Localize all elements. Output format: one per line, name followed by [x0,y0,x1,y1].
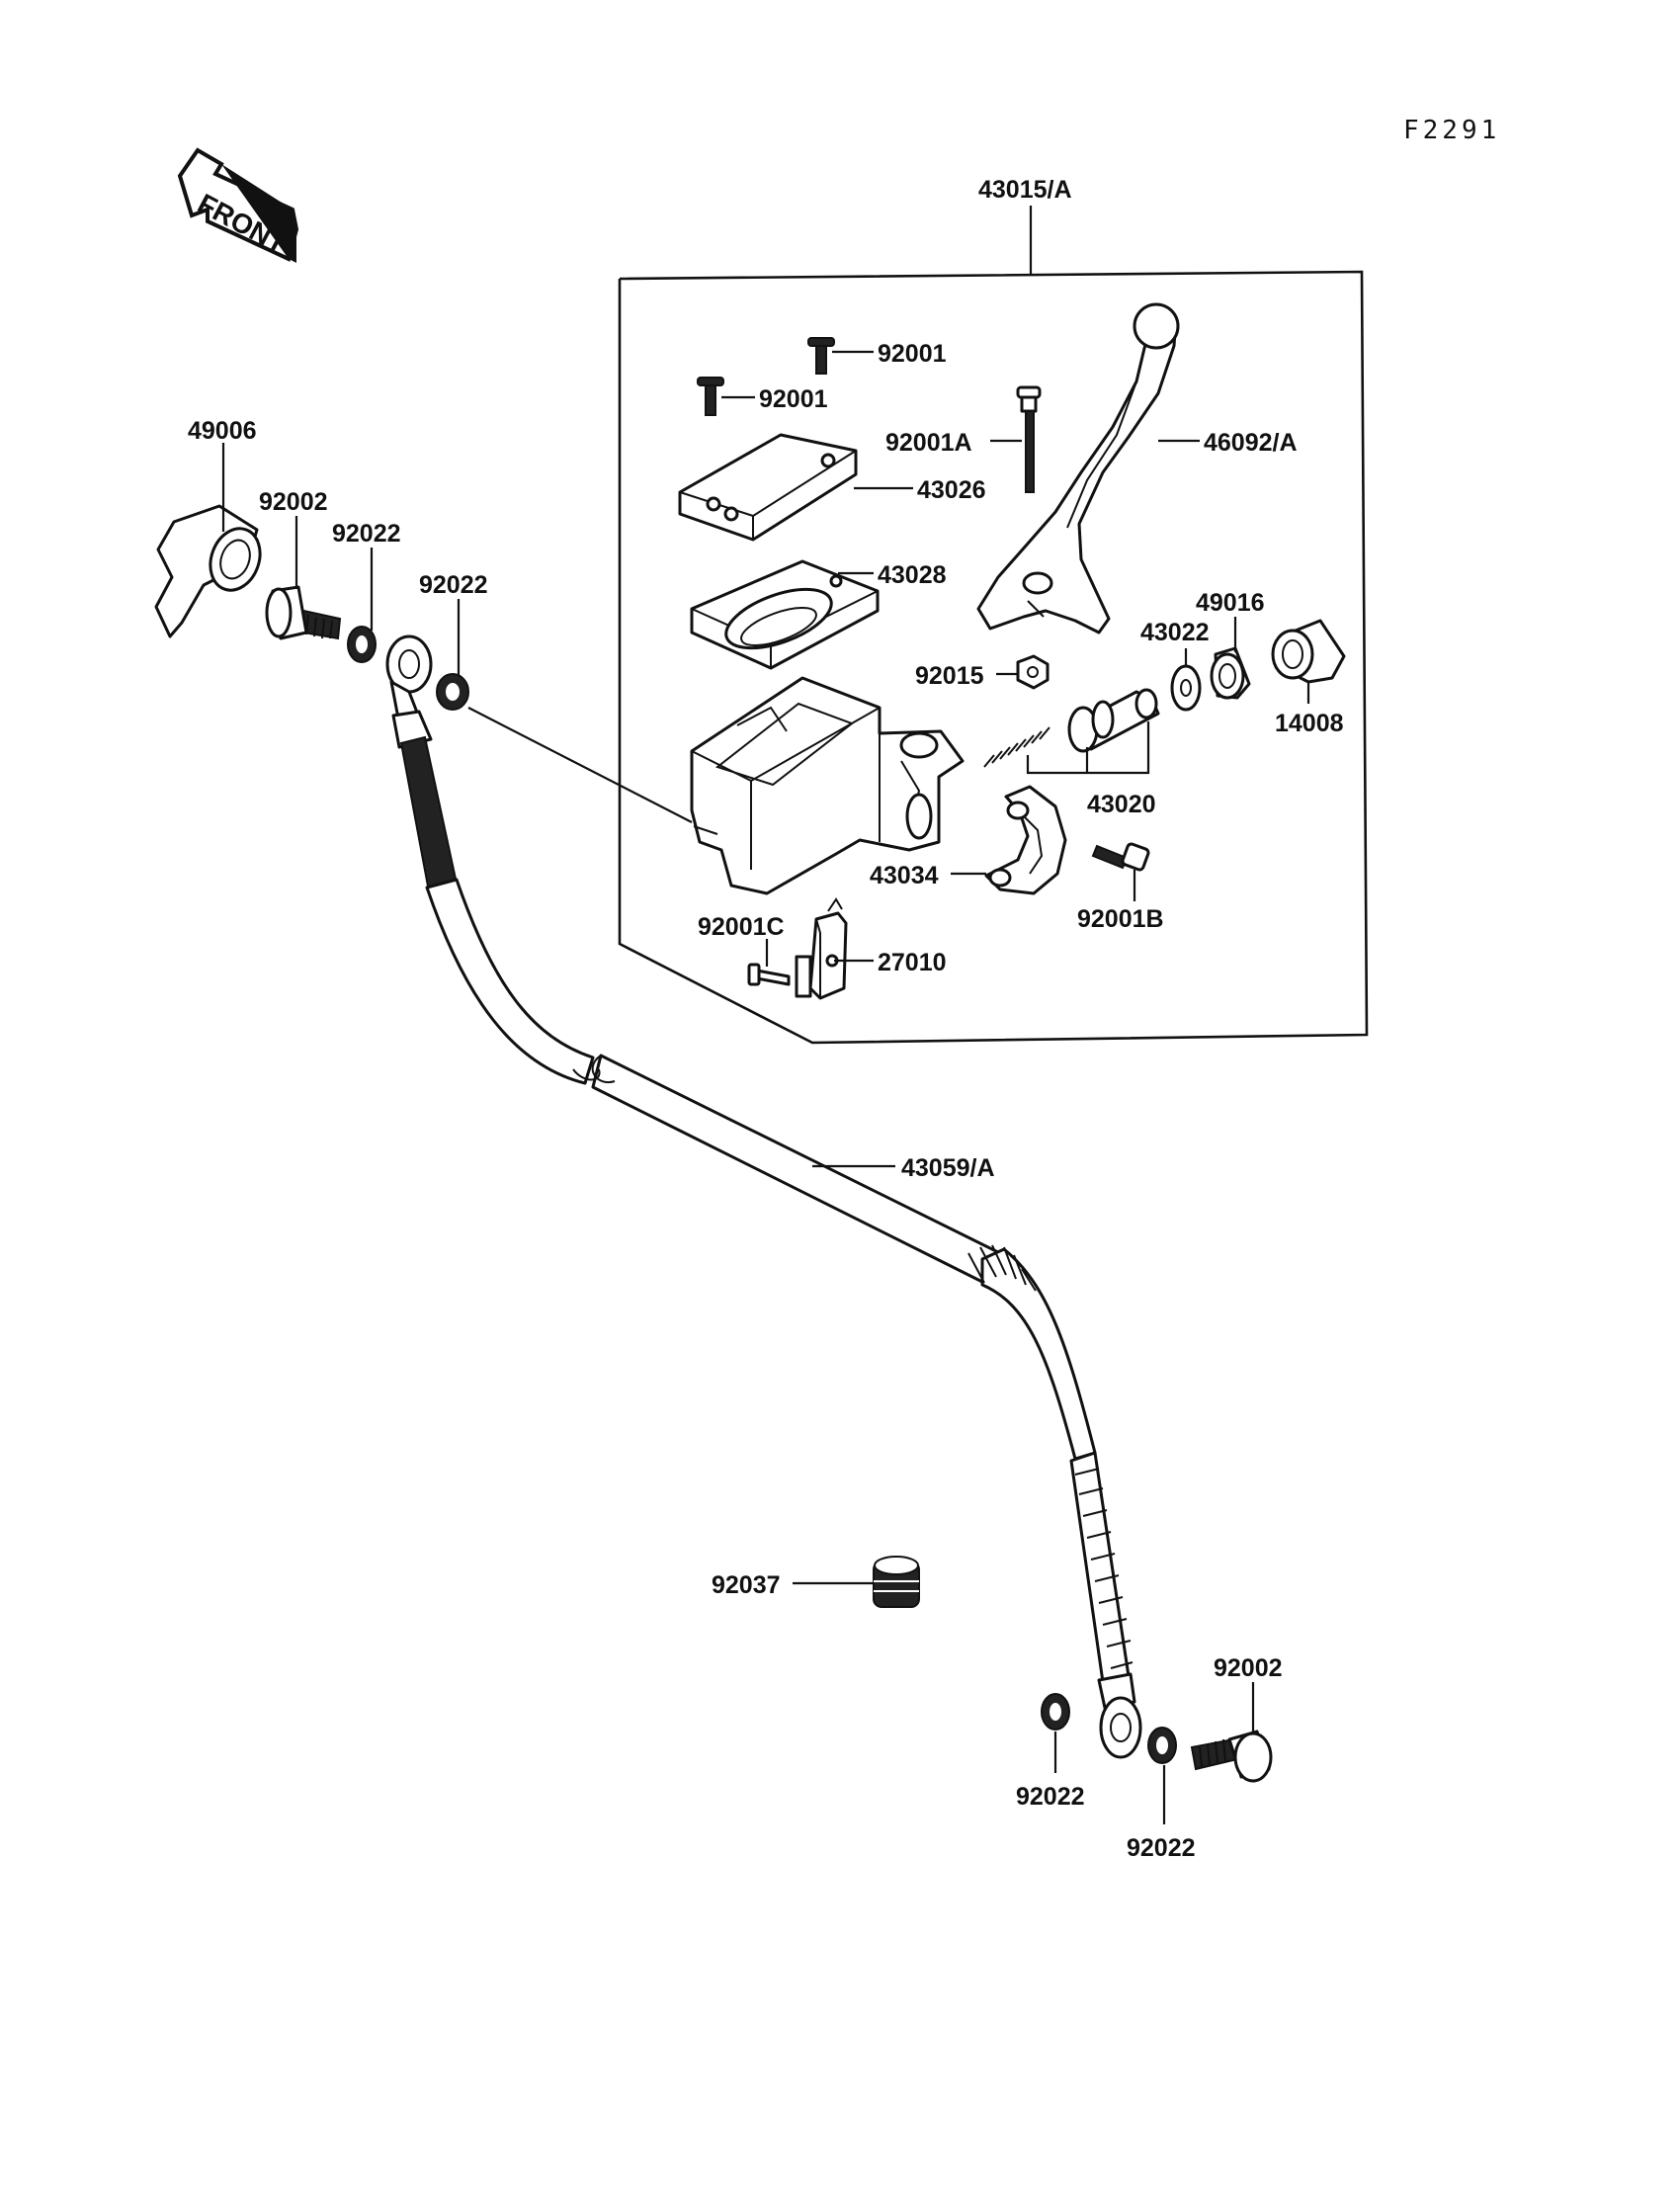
assembly-box [618,206,1369,1045]
label-92022-top-left: 92022 [332,520,401,548]
hose-upper-fitting [385,634,433,749]
piston-assembly [983,688,1160,768]
label-27010: 27010 [878,949,947,976]
label-92002-bottom: 92002 [1214,1654,1283,1682]
gasket-bottom-right [1147,1727,1177,1764]
screw-92001a [1016,385,1042,493]
label-43026: 43026 [917,476,986,504]
label-43034: 43034 [870,862,939,889]
label-43059a: 43059/A [901,1154,995,1182]
washer [1170,664,1202,712]
front-arrow-icon: FRONT [177,147,299,263]
brake-switch [795,897,848,1000]
label-43020: 43020 [1087,791,1156,818]
grommet [873,1556,920,1608]
hose-lower-fitting [1099,1696,1142,1759]
label-92001-left: 92001 [759,385,828,413]
bushing [1210,646,1251,700]
label-49006: 49006 [188,417,257,445]
label-92001c: 92001C [698,913,785,941]
label-92001a: 92001A [885,429,972,457]
brake-hose [399,735,1136,1710]
gasket-top-right [436,673,469,711]
label-92022-bottom-left: 92022 [1016,1783,1085,1811]
label-92001b: 92001B [1077,905,1164,933]
label-46092a: 46092/A [1204,429,1298,457]
master-cylinder-body [690,676,965,895]
diaphragm [690,559,880,670]
gasket-bottom-left [1041,1693,1070,1731]
label-92022-bottom-right: 92022 [1127,1834,1196,1862]
label-43028: 43028 [878,561,947,589]
bolt-92001b [1091,842,1150,872]
reservoir-cap [678,433,858,542]
screw-92001c [747,963,791,986]
label-43022: 43022 [1140,619,1210,646]
banjo-bolt-top [265,585,342,640]
label-14008: 14008 [1275,710,1344,737]
banjo-bolt-bottom [1190,1730,1273,1783]
brake-lever [976,302,1180,634]
screw-92001-left [697,377,724,416]
label-49016: 49016 [1196,589,1265,617]
figure-code: F2291 [1403,116,1500,145]
label-92001-top: 92001 [878,340,947,368]
label-92022-top-right: 92022 [419,571,488,599]
label-43015a: 43015/A [978,176,1072,204]
label-92037: 92037 [712,1571,781,1599]
boot-cover [1271,619,1346,684]
screw-92001-top [807,337,835,375]
bolt-cap [154,504,262,638]
label-92002-top: 92002 [259,488,328,516]
gasket-top-left [347,626,377,663]
nut [1016,654,1050,690]
clamp-holder [984,785,1067,895]
label-92015: 92015 [915,662,984,690]
